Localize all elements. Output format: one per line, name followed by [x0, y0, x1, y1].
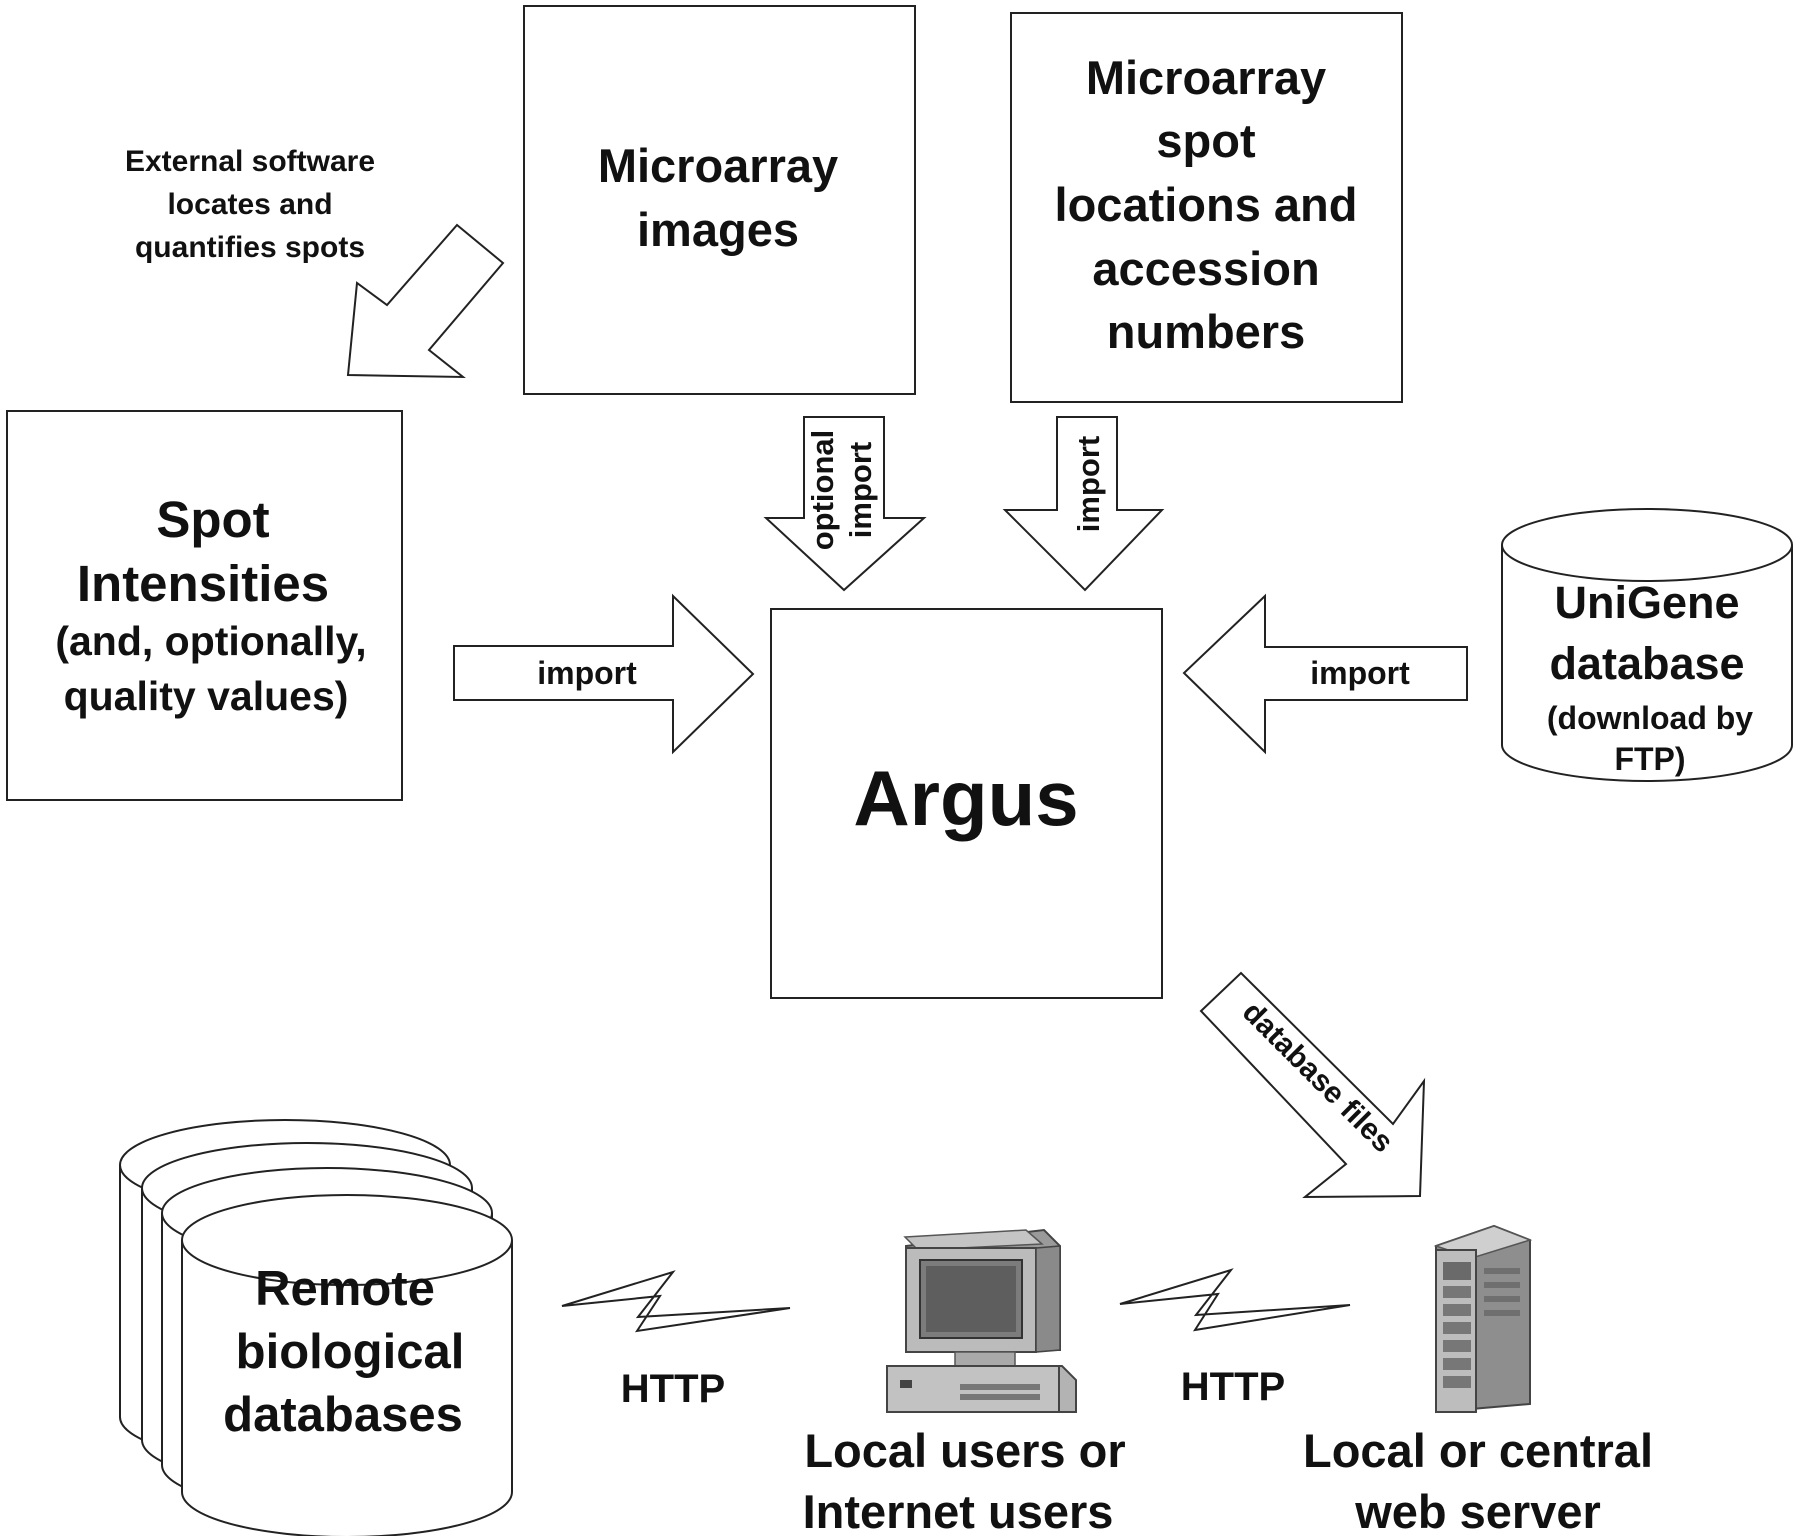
spot-locations-line-5: numbers [1107, 305, 1306, 358]
note-line-1: External software [125, 145, 375, 178]
optional-import-line-2: import [843, 442, 878, 538]
unigene-database-cylinder [1501, 508, 1793, 782]
spot-intensities-line-3: (and, optionally, [55, 618, 366, 664]
note-line-3: quantifies spots [135, 231, 365, 264]
web-server-icon [1433, 1224, 1533, 1414]
local-users-line-2: Internet users [803, 1485, 1114, 1536]
remote-databases-line-3: databases [223, 1388, 463, 1442]
microarray-images-box [523, 5, 916, 395]
arrow-database-files [1199, 971, 1426, 1199]
spot-intensities-line-1: Spot [156, 491, 269, 548]
remote-databases-stack [119, 1119, 513, 1536]
http-right-label: HTTP [1181, 1365, 1285, 1409]
microarray-images-line-1: Microarray [598, 139, 838, 192]
arrow-optional-import [763, 416, 927, 592]
spot-locations-line-2: spot [1156, 114, 1256, 167]
spot-locations-box [1010, 12, 1403, 403]
http-link-right-bolt [1119, 1268, 1351, 1332]
diagonal-arrow-software [346, 223, 505, 379]
argus-label: Argus [853, 754, 1078, 842]
spot-intensities-line-4: quality values) [64, 673, 349, 719]
web-server-line-1: Local or central [1303, 1424, 1653, 1477]
spot-locations-line-4: accession [1092, 242, 1319, 295]
remote-databases-line-1: Remote [255, 1262, 435, 1316]
unigene-line-1: UniGene [1554, 577, 1739, 628]
optional-import-line-1: optional [805, 430, 840, 551]
note-line-2: locates and [167, 188, 332, 221]
argus-box [770, 608, 1163, 999]
import-unigene-label: import [1310, 655, 1410, 691]
spot-locations-line-1: Microarray [1086, 51, 1326, 104]
arrow-import-locations [1002, 416, 1165, 592]
external-software-note: External software locates and quantifies… [125, 145, 375, 264]
computer-icon [886, 1228, 1077, 1413]
local-users-line-1: Local users or [804, 1424, 1125, 1477]
arrow-import-unigene [1182, 593, 1468, 755]
import-intensities-label: import [537, 655, 637, 691]
http-left-label: HTTP [621, 1367, 725, 1411]
spot-locations-line-3: locations and [1055, 178, 1358, 231]
arrow-import-intensities [453, 593, 755, 755]
microarray-images-line-2: images [637, 203, 799, 256]
http-link-left-bolt [561, 1270, 791, 1333]
unigene-line-4: FTP) [1614, 741, 1685, 777]
unigene-line-2: database [1549, 638, 1744, 689]
import-locations-label: import [1071, 436, 1106, 532]
spot-intensities-box [6, 410, 403, 801]
unigene-line-3: (download by [1547, 700, 1753, 736]
spot-intensities-line-2: Intensities [77, 555, 329, 612]
web-server-line-2: web server [1354, 1485, 1601, 1536]
remote-databases-line-2: biological [236, 1325, 465, 1379]
